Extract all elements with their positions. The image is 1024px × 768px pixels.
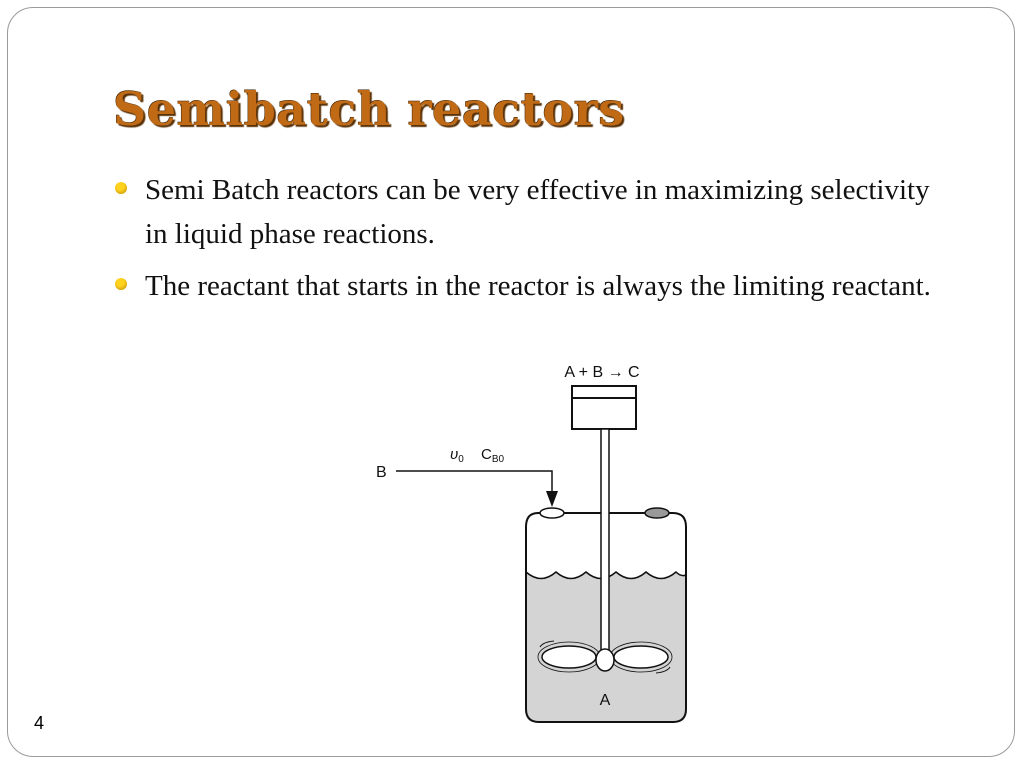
bullet-text: Semi Batch reactors can be very effectiv… [145, 174, 930, 250]
bullet-item: The reactant that starts in the reactor … [113, 264, 953, 308]
stirrer-shaft [600, 428, 610, 652]
tank-contents-label: A [600, 692, 611, 709]
feed-arrowhead [546, 491, 558, 507]
bullet-text: The reactant that starts in the reactor … [145, 270, 931, 302]
feed-label: B [376, 464, 387, 481]
reaction-label: A + B → C [564, 364, 639, 381]
feed-line [396, 470, 553, 493]
bullet-dot-icon [115, 278, 127, 290]
tank-outline [525, 512, 687, 723]
concentration-label: CB0 [481, 446, 505, 465]
slide-frame [7, 7, 1015, 757]
motor-box [571, 385, 637, 430]
slide-title: Semibatch reactors [113, 82, 625, 136]
inlet-port [539, 507, 565, 519]
bullet-item: Semi Batch reactors can be very effectiv… [113, 168, 953, 256]
impeller [537, 640, 673, 674]
page-number: 4 [34, 713, 45, 733]
outlet-port [644, 507, 670, 519]
semibatch-reactor-diagram: A + B → C B υ0 CB0 A [376, 364, 687, 723]
bullet-dot-icon [115, 182, 127, 194]
flow-rate-label: υ0 [450, 446, 464, 465]
bullet-list: Semi Batch reactors can be very effectiv… [113, 168, 953, 316]
liquid-surface [525, 570, 687, 580]
